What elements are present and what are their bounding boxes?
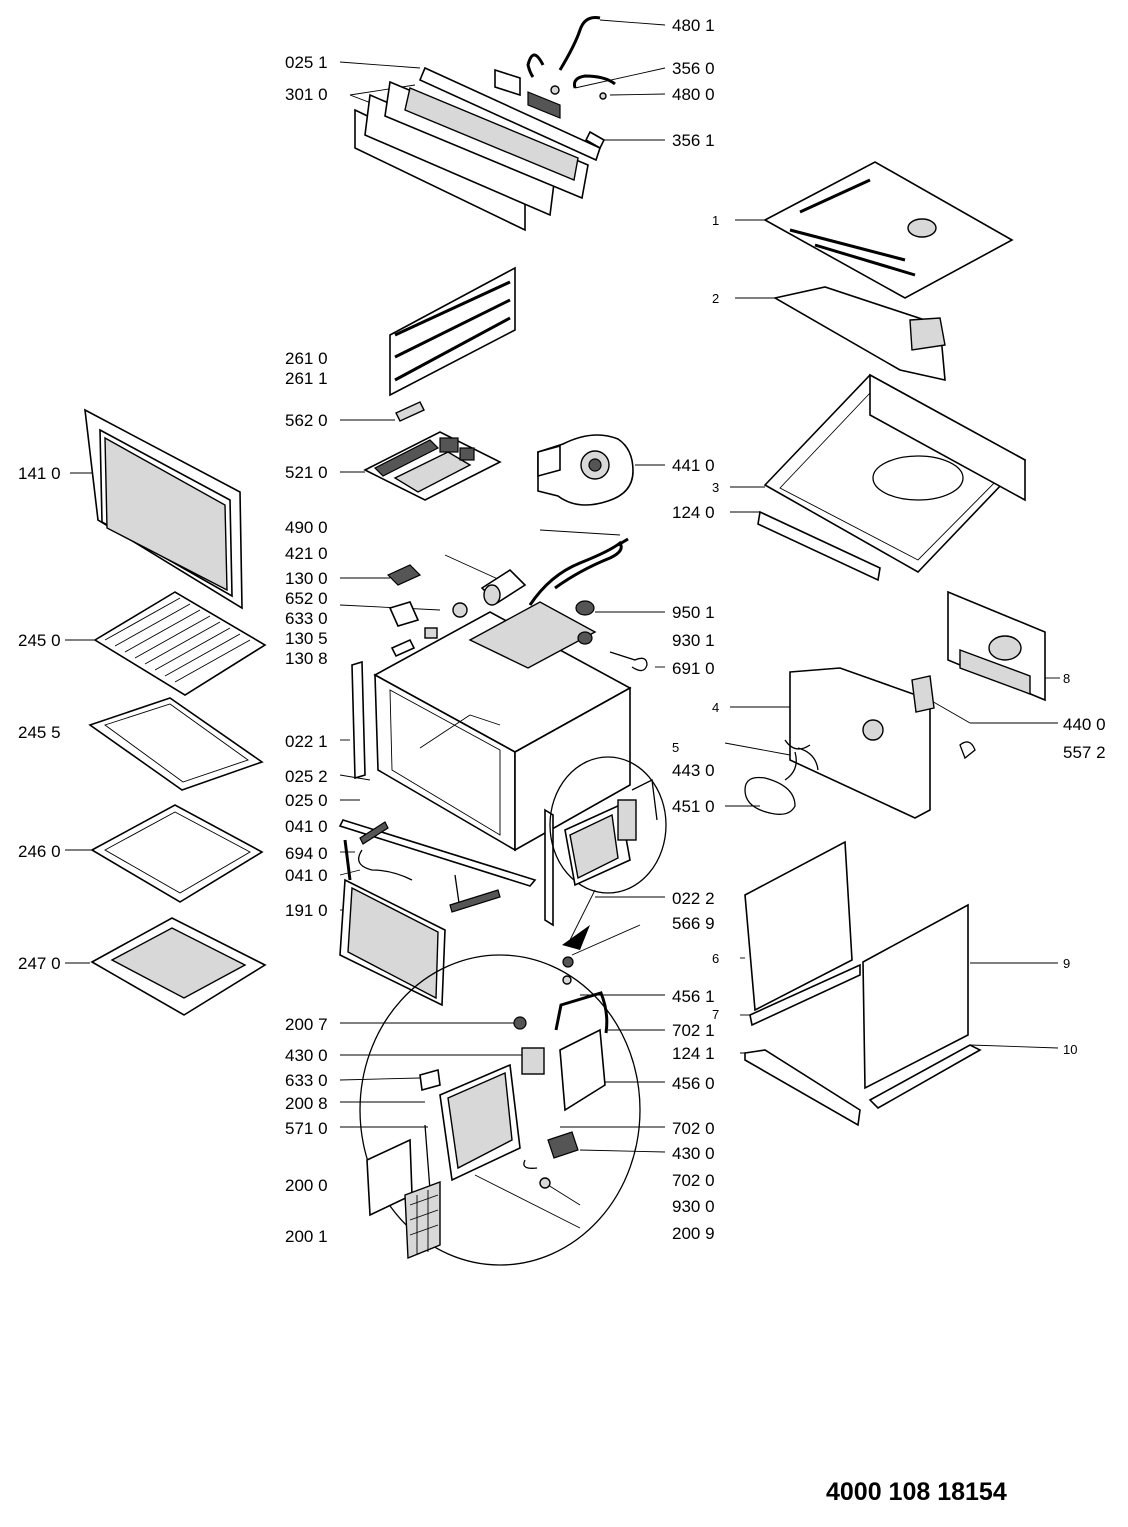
part-label: 566 9 xyxy=(672,914,715,933)
part-label: 1 xyxy=(712,213,720,228)
part-label: 571 0 xyxy=(285,1119,328,1138)
part-label: 2 xyxy=(712,291,720,306)
part-label: 130 8 xyxy=(285,649,328,668)
part-label: 356 1 xyxy=(672,131,715,150)
part-label: 562 0 xyxy=(285,411,328,430)
part-label: 301 0 xyxy=(285,85,328,104)
flat-tray xyxy=(88,697,264,791)
part-label: 7 xyxy=(712,1007,720,1022)
part-label: 633 0 xyxy=(285,1071,328,1090)
part-label: 430 0 xyxy=(672,1144,715,1163)
part-label: 440 0 xyxy=(1063,715,1106,734)
magnetron-assembly xyxy=(549,756,667,894)
oven-door xyxy=(84,408,243,610)
part-label: 261 1 xyxy=(285,369,328,388)
part-label: 8 xyxy=(1063,671,1071,686)
part-label: 10 xyxy=(1063,1042,1078,1057)
oven-rack-rails xyxy=(389,266,516,397)
detail-callout xyxy=(359,924,641,1266)
terminal-block xyxy=(386,564,468,658)
part-label: 443 0 xyxy=(672,761,715,780)
part-label: 246 0 xyxy=(18,842,61,861)
small-fittings xyxy=(575,600,648,672)
baking-pan xyxy=(90,804,264,903)
part-label: 041 0 xyxy=(285,817,328,836)
part-label: 441 0 xyxy=(672,456,715,475)
oven-cavity xyxy=(338,601,632,927)
side-panel-9 xyxy=(862,903,969,1090)
part-label: 4 xyxy=(712,700,720,715)
part-label: 702 1 xyxy=(672,1021,715,1040)
side-panel-6 xyxy=(744,840,861,1027)
part-label: 041 0 xyxy=(285,866,328,885)
part-label: 6 xyxy=(712,951,720,966)
part-label: 633 0 xyxy=(285,609,328,628)
part-label: 691 0 xyxy=(672,659,715,678)
top-cover xyxy=(763,161,1014,299)
blower-fan xyxy=(537,434,634,506)
pointer-arrow xyxy=(562,889,596,950)
part-label: 130 5 xyxy=(285,629,328,648)
control-panel-assembly xyxy=(354,16,616,232)
part-label: 025 0 xyxy=(285,791,328,810)
control-board xyxy=(363,431,502,501)
part-label: 245 0 xyxy=(18,631,61,650)
wire-shelf xyxy=(93,591,267,696)
part-label: 200 0 xyxy=(285,1176,328,1195)
part-label: 025 2 xyxy=(285,767,328,786)
part-label: 9 xyxy=(1063,956,1071,971)
part-label: 124 0 xyxy=(672,503,715,522)
leader-lines xyxy=(65,19,1060,1229)
part-label: 191 0 xyxy=(285,901,328,920)
part-label: 025 1 xyxy=(285,53,328,72)
part-label: 521 0 xyxy=(285,463,328,482)
part-label: 950 1 xyxy=(672,603,715,622)
part-label: 200 8 xyxy=(285,1094,328,1113)
part-label: 490 0 xyxy=(285,518,328,537)
part-label: 5 xyxy=(672,740,680,755)
tube-part xyxy=(395,401,425,422)
part-label: 130 0 xyxy=(285,569,328,588)
document-number: 4000 108 18154 xyxy=(826,1478,1007,1506)
back-panel-4 xyxy=(789,667,976,819)
part-label: 480 1 xyxy=(672,16,715,35)
part-label: 200 1 xyxy=(285,1227,328,1246)
part-label: 694 0 xyxy=(285,844,328,863)
part-label: 356 0 xyxy=(672,59,715,78)
part-label: 124 1 xyxy=(672,1044,715,1063)
part-label: 930 1 xyxy=(672,631,715,650)
part-label: 022 2 xyxy=(672,889,715,908)
part-label: 261 0 xyxy=(285,349,328,368)
part-label: 451 0 xyxy=(672,797,715,816)
part-label: 480 0 xyxy=(672,85,715,104)
back-panel-8 xyxy=(947,590,1046,702)
part-label: 141 0 xyxy=(18,464,61,483)
part-label: 245 5 xyxy=(18,723,61,742)
part-label: 930 0 xyxy=(672,1197,715,1216)
part-label: 430 0 xyxy=(285,1046,328,1065)
power-cord xyxy=(444,529,629,606)
outer-casing-top xyxy=(757,373,1027,582)
part-label: 247 0 xyxy=(18,954,61,973)
wave-guide xyxy=(772,286,946,382)
part-label: 3 xyxy=(712,480,720,495)
part-label: 200 9 xyxy=(672,1224,715,1243)
part-label: 702 0 xyxy=(672,1171,715,1190)
part-label: 702 0 xyxy=(672,1119,715,1138)
part-label: 421 0 xyxy=(285,544,328,563)
part-label: 022 1 xyxy=(285,732,328,751)
part-label: 200 7 xyxy=(285,1015,328,1034)
base-plate xyxy=(744,1044,982,1127)
door-glass-frame xyxy=(339,821,501,1007)
part-label: 456 0 xyxy=(672,1074,715,1093)
deep-pan xyxy=(90,917,267,1016)
part-label: 456 1 xyxy=(672,987,715,1006)
stirrer-fan xyxy=(744,739,819,815)
part-label: 652 0 xyxy=(285,589,328,608)
capacitor xyxy=(480,568,527,606)
part-label: 557 2 xyxy=(1063,743,1106,762)
